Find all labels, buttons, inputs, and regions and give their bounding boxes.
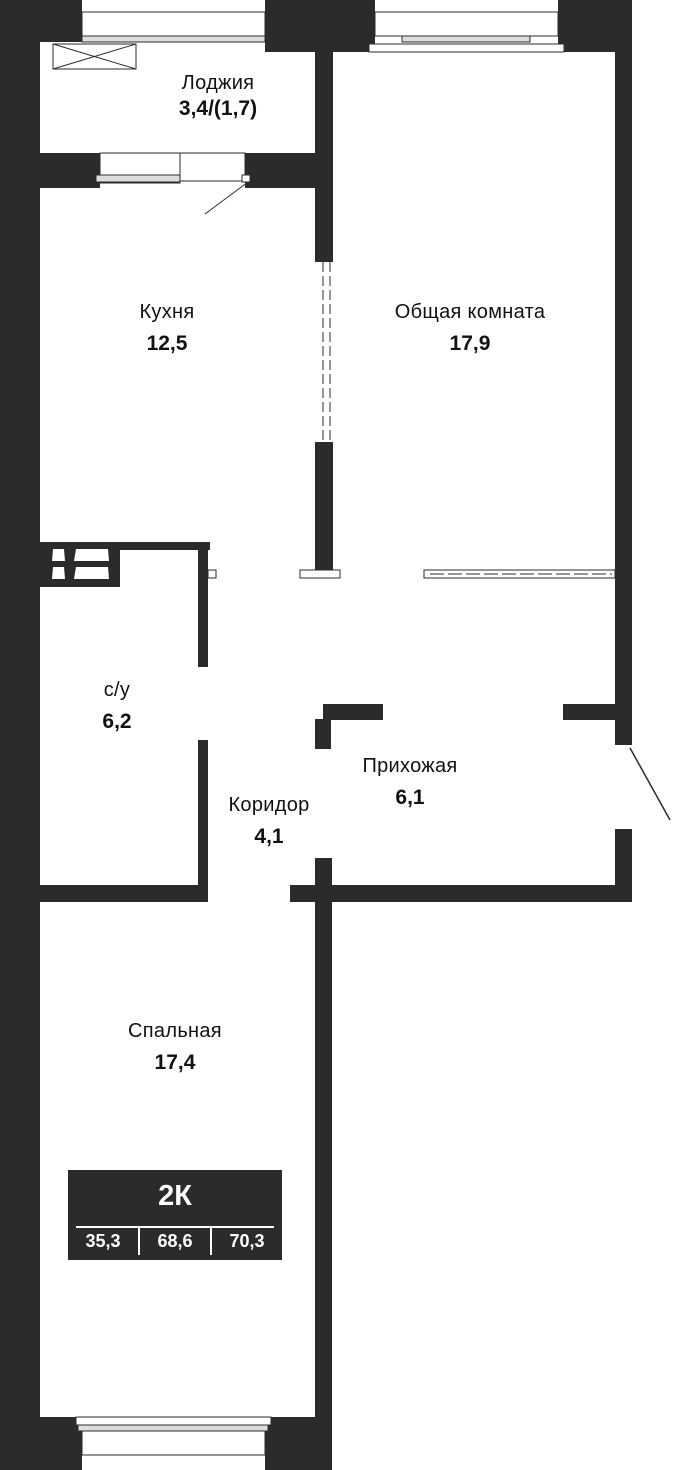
room-name: Общая комната xyxy=(394,301,546,323)
wall-kitchen-living-lower xyxy=(315,442,333,577)
apartment-badge: 2К 35,3 68,6 70,3 xyxy=(68,1170,282,1260)
room-name: Спальная xyxy=(128,1020,222,1042)
wall-left-outer xyxy=(0,0,40,1470)
badge-cell-divider xyxy=(210,1227,212,1255)
door-swing-entrance xyxy=(629,747,671,821)
room-name: Коридор xyxy=(228,794,310,816)
door-swing-kitchen xyxy=(204,181,249,215)
wall-bedroom-right xyxy=(315,858,332,1470)
badge-cell-divider xyxy=(138,1227,140,1255)
room-loggia: Лоджия 3,4/(1,7) xyxy=(179,72,257,121)
room-name: Прихожая xyxy=(362,755,458,777)
partition-living-hall xyxy=(423,569,616,579)
window-living-top xyxy=(368,11,565,53)
room-bedroom: Спальная 17,4 xyxy=(128,1020,222,1075)
wall-bottom-left-pier xyxy=(0,1417,82,1470)
vent-slots xyxy=(52,549,109,579)
wall-bathroom-top xyxy=(30,542,210,550)
wall-bathroom-right-lower xyxy=(198,740,208,900)
wall-loggia-bottom-left xyxy=(0,153,100,188)
room-hallway: Прихожая 6,1 xyxy=(362,755,457,810)
window-kitchen-loggia xyxy=(95,152,251,184)
loggia-vent-box xyxy=(52,43,137,70)
wall-hall-corner-v xyxy=(315,719,331,749)
room-kitchen: Кухня 12,5 xyxy=(139,301,194,356)
wall-right-lower xyxy=(615,829,632,902)
wall-bathroom-right-upper xyxy=(198,542,208,667)
room-area: 17,9 xyxy=(449,332,491,355)
partition-kitchen-living xyxy=(322,262,331,442)
wall-bathroom-bottom xyxy=(30,885,208,902)
room-bathroom: с/у 6,2 xyxy=(102,679,131,734)
room-name: Лоджия xyxy=(181,72,255,94)
badge-divider xyxy=(76,1226,274,1228)
total-area: 68,6 xyxy=(157,1231,193,1251)
total-area-with-loggia: 70,3 xyxy=(229,1231,265,1251)
room-name: с/у xyxy=(103,679,131,701)
room-area: 6,2 xyxy=(102,710,132,733)
room-area: 12,5 xyxy=(146,332,188,355)
window-bedroom-bottom xyxy=(75,1416,272,1456)
room-area: 6,1 xyxy=(395,786,425,809)
wall-right-outer xyxy=(615,0,632,745)
room-corridor: Коридор 4,1 xyxy=(228,794,309,849)
wall-kitchen-living-upper xyxy=(315,52,333,262)
apartment-type: 2К xyxy=(158,1180,192,1212)
room-living: Общая комната 17,9 xyxy=(395,301,546,356)
wall-bottom-right-pier xyxy=(265,1417,332,1470)
room-area: 3,4/(1,7) xyxy=(178,97,258,120)
wall-top-left-pier xyxy=(0,0,82,42)
wall-hall-corner-h xyxy=(323,704,383,720)
window-loggia-top xyxy=(81,11,266,43)
wall-hall-bottom xyxy=(290,885,632,902)
room-area: 4,1 xyxy=(254,825,284,848)
room-area: 17,4 xyxy=(154,1051,196,1074)
wall-top-mid-pier xyxy=(265,0,375,52)
living-area: 35,3 xyxy=(85,1231,121,1251)
wall-hall-right-stub xyxy=(563,704,631,720)
room-name: Кухня xyxy=(139,301,195,323)
